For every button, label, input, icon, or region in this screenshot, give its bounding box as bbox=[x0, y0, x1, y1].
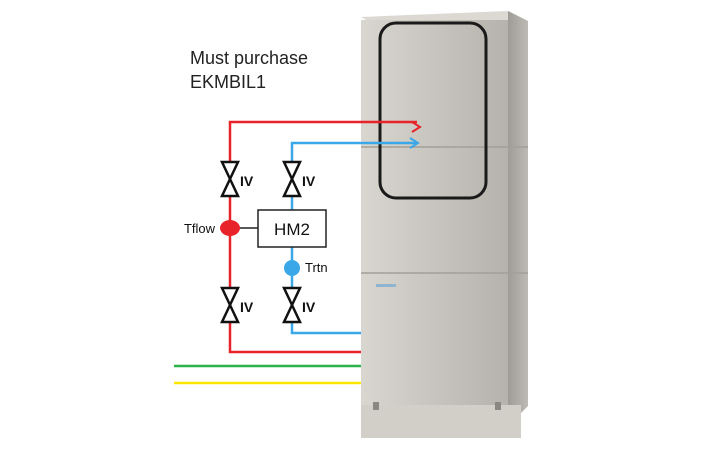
cabinet-foot bbox=[373, 402, 379, 410]
isolation-valve[interactable]: IV bbox=[282, 160, 316, 198]
purchase-note-line2: EKMBIL1 bbox=[190, 72, 267, 92]
purchase-note-line1: Must purchase bbox=[190, 48, 309, 68]
valve-body-upper bbox=[220, 160, 240, 182]
isolation-valve[interactable]: IV bbox=[220, 160, 254, 198]
valve-label: IV bbox=[240, 173, 254, 189]
valve-body-lower bbox=[282, 302, 302, 324]
flow-sensor bbox=[220, 220, 240, 236]
cabinet-foot bbox=[495, 402, 501, 410]
isolation-valve[interactable]: IV bbox=[220, 286, 254, 324]
flow-pipe bbox=[228, 120, 417, 354]
cabinet-side bbox=[508, 11, 528, 420]
valve-body-upper bbox=[220, 286, 240, 308]
return-sensor-label: Trtn bbox=[305, 260, 328, 275]
hm2-box-frame bbox=[257, 209, 327, 248]
valve-body-lower bbox=[220, 302, 240, 324]
valve-body-upper bbox=[282, 286, 302, 308]
isolation-valve[interactable]: IV bbox=[282, 286, 316, 324]
flow-pipe-end bbox=[411, 121, 422, 133]
control-panel-outline bbox=[378, 21, 488, 200]
hm2-box[interactable]: HM2 bbox=[257, 209, 327, 248]
purchase-note: Must purchase EKMBIL1 bbox=[190, 46, 308, 94]
return-pipe-end bbox=[409, 137, 420, 149]
cabinet-plinth bbox=[361, 405, 521, 438]
valve-label: IV bbox=[302, 299, 316, 315]
return-sensor bbox=[284, 260, 300, 276]
valve-body-upper bbox=[282, 160, 302, 182]
brand-logo bbox=[376, 284, 396, 287]
valve-body-lower bbox=[282, 176, 302, 198]
valve-label: IV bbox=[240, 299, 254, 315]
indoor-unit-cabinet bbox=[361, 11, 528, 438]
valve-label: IV bbox=[302, 173, 316, 189]
hm2-label: HM2 bbox=[274, 220, 310, 239]
flow-sensor-label: Tflow bbox=[184, 221, 216, 236]
cabinet-front bbox=[361, 20, 518, 438]
valve-body-lower bbox=[220, 176, 240, 198]
